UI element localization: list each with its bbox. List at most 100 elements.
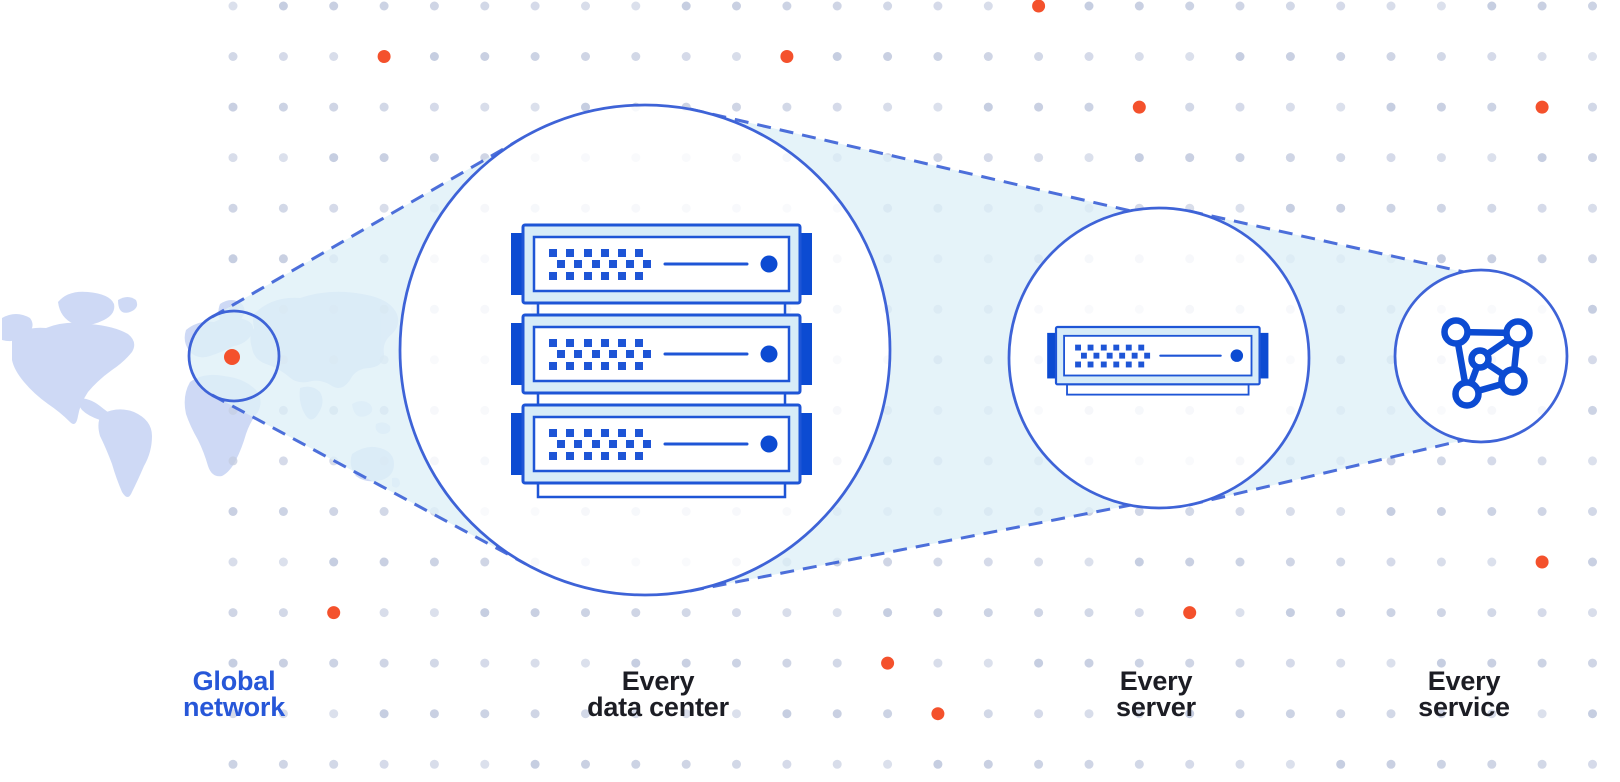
grid-dot	[379, 658, 389, 668]
grid-dot	[1336, 1, 1346, 11]
label-every-data-center: Every data center	[587, 666, 729, 722]
grid-dot	[1436, 203, 1446, 213]
orange-dot	[881, 656, 895, 670]
grid-dot	[1235, 658, 1245, 668]
grid-dot	[883, 52, 893, 61]
grid-dot	[933, 1, 943, 11]
grid-dot	[883, 608, 893, 618]
grid-dot	[832, 608, 842, 618]
grid-dot	[782, 709, 792, 719]
grid-dot	[228, 557, 238, 567]
grid-dot	[1084, 608, 1094, 618]
grid-dot	[1588, 1, 1597, 11]
grid-dot	[732, 759, 741, 769]
grid-dot	[379, 507, 389, 516]
grid-dot	[1134, 759, 1144, 769]
orange-dot	[1132, 100, 1146, 114]
grid-dot	[782, 608, 792, 618]
grid-dot	[1436, 153, 1446, 163]
grid-dot	[1285, 709, 1295, 719]
grid-dot	[832, 759, 842, 769]
grid-dot	[581, 709, 590, 719]
grid-dot	[278, 1, 288, 11]
grid-dot	[1588, 507, 1597, 516]
grid-dot	[1487, 759, 1497, 769]
grid-dot	[1537, 153, 1547, 163]
grid-dot	[429, 759, 439, 769]
grid-dot	[228, 658, 238, 668]
grid-dot	[933, 557, 943, 567]
grid-dot	[1537, 759, 1547, 769]
grid-dot	[581, 759, 590, 769]
grid-dot	[983, 759, 993, 769]
grid-dot	[1285, 203, 1295, 213]
grid-dot	[1436, 254, 1446, 264]
grid-dot	[530, 709, 540, 719]
grid-dot	[883, 1, 893, 11]
grid-dot	[1537, 507, 1547, 516]
grid-dot	[983, 557, 993, 567]
grid-dot	[1285, 153, 1295, 163]
grid-dot	[530, 1, 540, 11]
grid-dot	[1336, 203, 1346, 213]
grid-dot	[1336, 52, 1346, 61]
grid-dot	[1588, 608, 1597, 618]
orange-dot	[377, 50, 391, 63]
zoom-cones	[189, 109, 1464, 591]
grid-dot	[681, 658, 691, 668]
cone-map-to-datacenter	[189, 136, 526, 564]
grid-dot	[278, 456, 288, 466]
grid-dot	[1386, 456, 1396, 466]
grid-dot	[379, 1, 389, 11]
orange-dot	[1032, 0, 1046, 13]
grid-dot	[480, 759, 490, 769]
grid-dot	[480, 52, 490, 61]
grid-dot	[379, 203, 389, 213]
grid-dot	[329, 759, 339, 769]
grid-dot	[1336, 153, 1346, 163]
grid-dot	[631, 709, 641, 719]
grid-dot	[983, 1, 993, 11]
grid-dot	[329, 102, 339, 112]
grid-dot	[1084, 102, 1094, 112]
grid-dot	[1084, 52, 1094, 61]
grid-dot	[1537, 709, 1547, 719]
grid-dot	[429, 658, 439, 668]
grid-dot	[1537, 456, 1547, 466]
grid-dot	[1235, 507, 1245, 516]
grid-dot	[1185, 507, 1195, 516]
grid-dot	[329, 52, 339, 61]
grid-dot	[1235, 608, 1245, 618]
grid-dot	[1588, 355, 1597, 365]
grid-dot	[933, 608, 943, 618]
grid-dot	[228, 102, 238, 112]
grid-dot	[732, 658, 741, 668]
grid-dot	[1134, 557, 1144, 567]
grid-dot	[228, 1, 238, 11]
grid-dot	[883, 759, 893, 769]
grid-dot	[1084, 1, 1094, 11]
grid-dot	[1285, 608, 1295, 618]
grid-dot	[832, 709, 842, 719]
grid-dot	[429, 102, 439, 112]
grid-dot	[1588, 52, 1597, 61]
grid-dot	[278, 557, 288, 567]
grid-dot	[1487, 254, 1497, 264]
grid-dot	[1537, 254, 1547, 264]
grid-dot	[1185, 102, 1195, 112]
map-location-dot	[224, 349, 240, 365]
grid-dot	[1134, 153, 1144, 163]
grid-dot	[933, 153, 943, 163]
map-focus-ring	[187, 309, 281, 403]
grid-dot	[1285, 102, 1295, 112]
grid-dot	[1487, 658, 1497, 668]
orange-dot	[327, 606, 341, 620]
grid-dot	[379, 608, 389, 618]
orange-dot	[1183, 606, 1197, 620]
grid-dot	[1134, 709, 1144, 719]
grid-dot	[1588, 709, 1597, 719]
grid-dot	[1487, 102, 1497, 112]
grid-dot	[379, 557, 389, 567]
grid-dot	[782, 759, 792, 769]
